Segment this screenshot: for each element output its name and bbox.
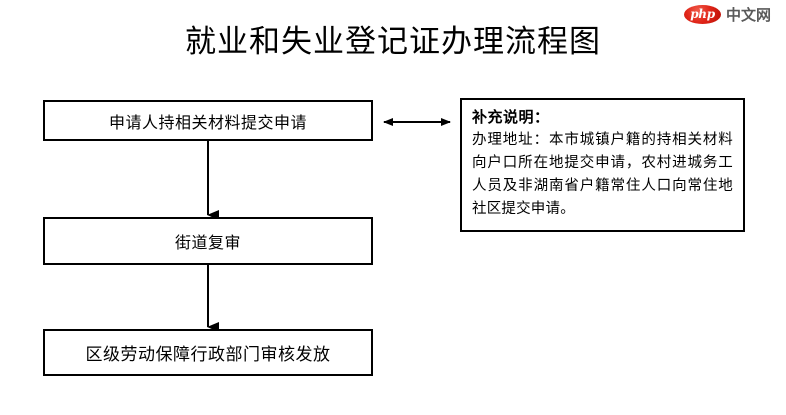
- note-body: 办理地址：本市城镇户籍的持相关材料向户口所在地提交申请，农村进城务工人员及非湖南…: [472, 132, 733, 217]
- note-heading: 补充说明：: [472, 108, 550, 126]
- page-title: 就业和失业登记证办理流程图: [185, 24, 601, 60]
- flow-step-1: 申请人持相关材料提交申请: [43, 100, 373, 141]
- watermark-logo: php 中文网: [684, 3, 782, 25]
- note-panel: 补充说明： 办理地址：本市城镇户籍的持相关材料向户口所在地提交申请，农村进城务工…: [460, 98, 745, 232]
- flow-step-3: 区级劳动保障行政部门审核发放: [43, 329, 373, 376]
- php-badge-icon: php: [684, 4, 721, 24]
- flow-step-1-label: 申请人持相关材料提交申请: [108, 112, 307, 132]
- flow-step-3-label: 区级劳动保障行政部门审核发放: [85, 345, 331, 365]
- php-badge-label: php: [690, 7, 715, 21]
- flow-step-2-label: 街道复审: [174, 233, 241, 252]
- flow-step-2: 街道复审: [43, 217, 373, 265]
- watermark-site-label: 中文网: [726, 5, 772, 24]
